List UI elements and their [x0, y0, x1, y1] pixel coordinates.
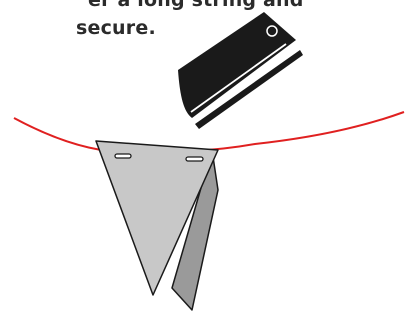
- stapler-icon: [178, 12, 303, 129]
- staple-left: [115, 154, 131, 158]
- stapler-body: [178, 12, 296, 118]
- staple-right: [186, 157, 203, 161]
